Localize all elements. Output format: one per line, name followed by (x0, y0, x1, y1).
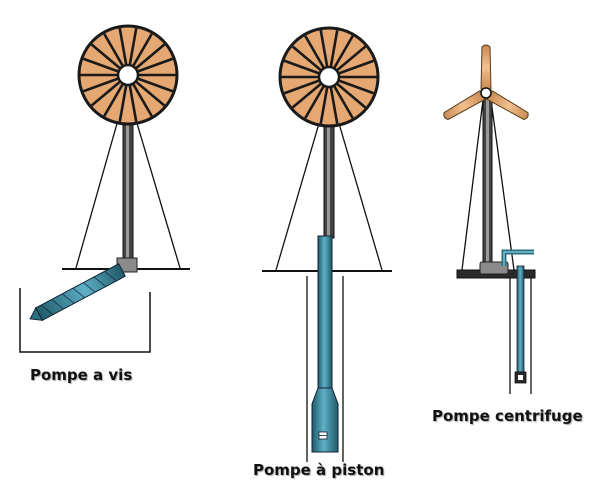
screw-pipe (29, 263, 126, 321)
turbine-blade (486, 89, 529, 120)
screw-pump-windmill (19, 24, 190, 353)
centrifugal-pump-label: Pompe centrifuge (432, 407, 583, 425)
guy-wire (461, 99, 484, 271)
guy-wire (75, 119, 119, 269)
outlet-pipe (501, 249, 534, 266)
piston-pipe (317, 235, 333, 389)
centrifugal-pump-turbine (443, 44, 536, 394)
suction-pipe (516, 265, 525, 373)
well-casing (509, 278, 532, 394)
guy-wire (337, 119, 383, 271)
piston-pump-label: Pompe à piston (253, 461, 385, 479)
guy-wire (490, 99, 515, 271)
centrifugal-pump-housing (479, 261, 509, 275)
piston-pump-windmill (262, 26, 392, 462)
well-casing (306, 276, 344, 462)
screw-pump-label: Pompe a vis (30, 366, 133, 384)
pit-outline (19, 288, 151, 353)
piston-cylinder (311, 387, 339, 453)
guy-wire (135, 119, 181, 269)
three-blade-rotor-icon (443, 44, 529, 120)
turbine-blade (443, 89, 486, 120)
multiblade-rotor-icon (77, 24, 179, 126)
guy-wire (275, 119, 321, 271)
turbine-blade (480, 44, 492, 90)
multiblade-rotor-icon (278, 26, 380, 128)
